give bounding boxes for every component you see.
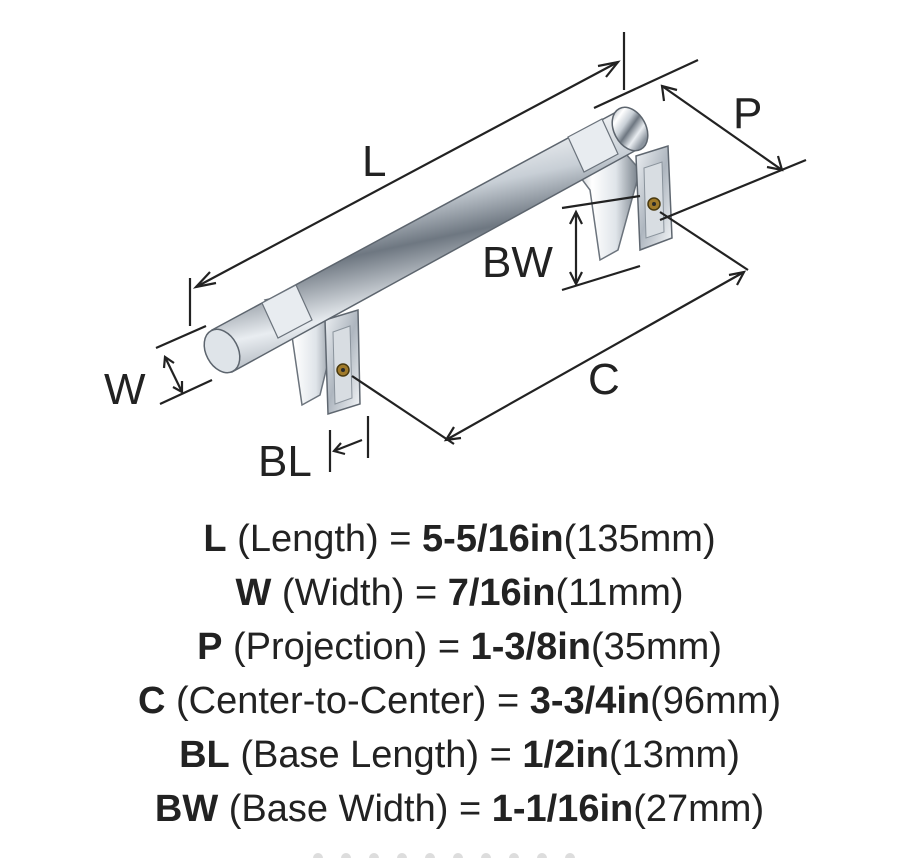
spec-code: P (197, 626, 223, 668)
spec-name: (Base Length) (240, 734, 480, 776)
dimension-lines (155, 32, 807, 472)
spec-equals: = (489, 734, 512, 776)
cabinet-pull-handle (203, 106, 673, 416)
spec-metric: (96mm) (650, 680, 782, 722)
spec-equals: = (458, 788, 482, 830)
spec-code: C (137, 680, 166, 722)
spec-imperial: 1-1/16in (491, 788, 634, 830)
spec-metric: (11mm) (555, 572, 684, 614)
carousel-dots (313, 853, 575, 858)
spec-code: BL (179, 734, 230, 776)
spec-equals: = (496, 680, 520, 722)
spec-imperial: 1/2in (522, 734, 609, 776)
spec-equals: = (437, 626, 461, 668)
spec-imperial: 7/16in (447, 572, 556, 614)
spec-row-width: W (Width) = 7/16in(11mm) (0, 566, 919, 620)
dim-label-w: W (104, 365, 146, 414)
spec-name: (Width) (281, 572, 405, 614)
spec-name: (Center-to-Center) (175, 680, 487, 722)
spec-code: W (235, 572, 272, 614)
spec-row-base-width: BW (Base Width) = 1-1/16in(27mm) (0, 782, 919, 836)
handle-dimension-diagram: L P BW W C BL (104, 32, 807, 486)
dim-label-l: L (362, 137, 386, 186)
spec-name: (Length) (237, 518, 379, 560)
spec-metric: (13mm) (608, 734, 740, 776)
dim-label-bl: BL (258, 437, 312, 486)
spec-imperial: 1-3/8in (470, 626, 592, 668)
spec-code: BW (154, 788, 219, 830)
spec-metric: (27mm) (633, 788, 765, 830)
spec-row-projection: P (Projection) = 1-3/8in(35mm) (0, 620, 919, 674)
spec-metric: (135mm) (563, 518, 716, 560)
spec-equals: = (414, 572, 438, 614)
dim-label-p: P (733, 89, 762, 138)
handle-bar (203, 106, 649, 374)
spec-code: L (203, 518, 227, 560)
spec-imperial: 3-3/4in (529, 680, 651, 722)
spec-metric: (35mm) (591, 626, 722, 668)
spec-row-center-to-center: C (Center-to-Center) = 3-3/4in(96mm) (0, 674, 919, 728)
spec-imperial: 5-5/16in (422, 518, 564, 560)
spec-equals: = (389, 518, 412, 560)
spec-name: (Projection) (233, 626, 428, 668)
dim-label-bw: BW (482, 238, 553, 287)
spec-row-length: L (Length) = 5-5/16in(135mm) (0, 512, 919, 566)
spec-name: (Base Width) (228, 788, 449, 830)
spec-row-base-length: BL (Base Length) = 1/2in(13mm) (0, 728, 919, 782)
dim-label-c: C (588, 355, 620, 404)
dimension-specs-list: L (Length) = 5-5/16in(135mm) W (Width) =… (0, 512, 919, 836)
